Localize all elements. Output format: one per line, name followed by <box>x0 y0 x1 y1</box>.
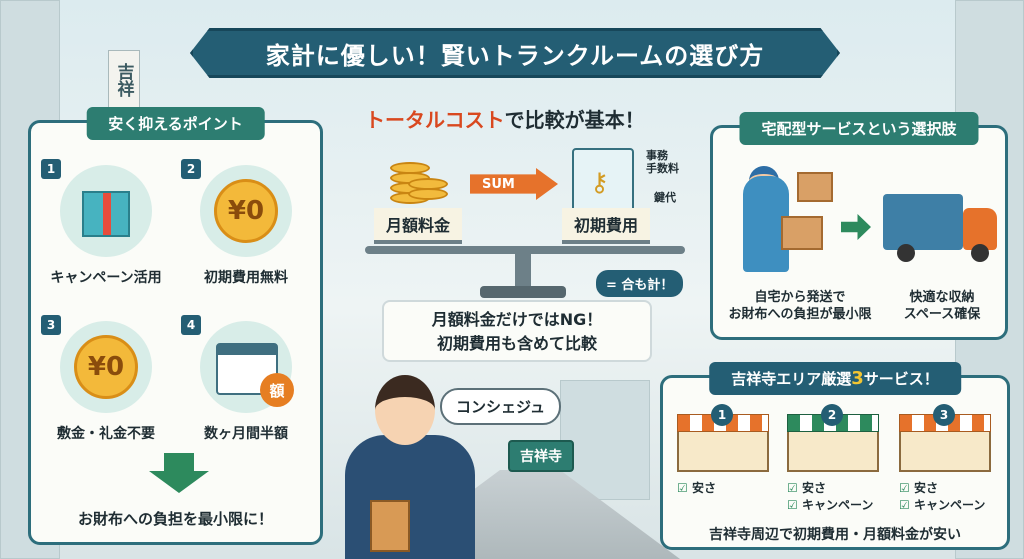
concierge-person <box>345 435 475 559</box>
services-header: 吉祥寺エリア厳選3サービス！ <box>709 362 961 395</box>
yen-coin-zero-icon: ¥0 <box>214 179 278 243</box>
concierge-head <box>375 375 435 445</box>
shop-checklist: ☑ 安さ <box>677 481 716 495</box>
services-panel: 吉祥寺エリア厳選3サービス！ 1 ☑ 安さ 2 ☑ 安さ ☑ キャンペーン 3 … <box>660 362 1010 550</box>
monthly-fee-label: 月額料金 <box>374 208 463 244</box>
storefront-icon <box>899 432 991 472</box>
shop-2: 2 ☑ 安さ ☑ キャンペーン <box>787 404 879 514</box>
savings-tips-header: 安く抑えるポイント <box>86 107 265 140</box>
truck-cab <box>963 208 997 250</box>
delivery-service-header: 宅配型サービスという選択肢 <box>739 112 979 145</box>
coin-stack-icon <box>390 152 450 206</box>
tip-label: 初期費用無料 <box>204 270 288 286</box>
balance-scale-icon <box>365 246 685 254</box>
shop-number: 1 <box>711 404 733 426</box>
key-icon: ⚷ <box>590 168 610 198</box>
services-header-post: サービス！ <box>863 370 939 388</box>
total-cost-headline: トータルコストで比較が基本！ <box>365 104 645 133</box>
check-item: 安さ <box>913 481 938 495</box>
check-item: 安さ <box>691 481 716 495</box>
tip-number: 2 <box>181 159 201 179</box>
arrow-right-icon <box>841 214 871 240</box>
admin-fee-note: 事務 手数料 <box>646 149 679 175</box>
tip-half-price: 4 額 数ヶ月間半額 <box>181 315 311 443</box>
services-footer: 吉祥寺周辺で初期費用・月額料金が安い <box>709 527 961 543</box>
shop-3: 3 ☑ 安さ ☑ キャンペーン <box>899 404 991 514</box>
savings-tips-panel: 安く抑えるポイント 1 キャンペーン活用 2 ¥0 初期費用無料 3 ¥0 敷金… <box>28 107 323 545</box>
truck-wheel <box>971 244 989 262</box>
ng-callout: 月額料金だけではNG！ 初期費用も含めて比較 <box>382 300 652 362</box>
gift-box-icon <box>82 191 130 237</box>
page-title: 家計に優しい！賢いトランクルームの選び方 <box>190 28 840 78</box>
shop-checklist: ☑ 安さ ☑ キャンペーン <box>899 481 986 512</box>
delivery-truck-icon <box>883 194 963 250</box>
price-badge: 額 <box>260 373 294 407</box>
yen-coin-zero-icon: ¥0 <box>74 335 138 399</box>
key-fee-note: 鍵代 <box>654 191 676 204</box>
ng-line-1: 月額料金だけではNG！ <box>431 310 603 329</box>
ng-line-2: 初期費用も含めて比較 <box>436 334 597 353</box>
tip-number: 1 <box>41 159 61 179</box>
check-item: 安さ <box>801 481 826 495</box>
parcel-box-icon <box>797 172 833 202</box>
shop-number: 3 <box>933 404 955 426</box>
scale-post <box>515 252 531 292</box>
services-header-pre: 吉祥寺エリア厳選 <box>731 370 852 388</box>
check-item: キャンペーン <box>913 497 986 512</box>
tip-number: 3 <box>41 315 61 335</box>
savings-tips-footer: お財布への負担を最小限に！ <box>77 510 273 528</box>
initial-cost-label: 初期費用 <box>562 208 651 244</box>
speech-bubble: コンシェジュ <box>440 388 561 425</box>
tip-no-initial-fee: 2 ¥0 初期費用無料 <box>181 159 311 287</box>
clipboard-icon <box>370 500 410 552</box>
shop-checklist: ☑ 安さ ☑ キャンペーン <box>787 481 874 512</box>
tip-label: キャンペーン活用 <box>50 270 162 286</box>
delivery-caption-left: 自宅から発送で お財布への負担が最小限 <box>728 290 872 322</box>
truck-wheel <box>897 244 915 262</box>
shop-number: 2 <box>821 404 843 426</box>
tip-no-deposit: 3 ¥0 敷金・礼金不要 <box>41 315 171 443</box>
sum-badge: = 合も計！ <box>596 270 684 297</box>
down-arrow-icon <box>149 453 209 493</box>
building-mid <box>560 380 650 500</box>
check-item: キャンペーン <box>801 497 874 512</box>
tip-number: 4 <box>181 315 201 335</box>
headline-rest: で比較が基本！ <box>504 108 645 132</box>
delivery-service-panel: 宅配型サービスという選択肢 自宅から発送で お財布への負担が最小限 快適な収納 … <box>710 112 1008 340</box>
scale-base <box>480 286 566 298</box>
services-header-num: 3 <box>851 368 864 389</box>
headline-highlight: トータルコスト <box>365 108 505 132</box>
station-sign: 吉祥寺 <box>508 440 574 472</box>
storefront-icon <box>677 432 769 472</box>
document-icon <box>572 148 634 212</box>
tip-label: 数ヶ月間半額 <box>204 426 288 442</box>
parcel-box-icon <box>781 216 823 250</box>
tip-campaign: 1 キャンペーン活用 <box>41 159 171 287</box>
delivery-caption-right: 快適な収納 スペース確保 <box>903 290 981 322</box>
storefront-icon <box>787 432 879 472</box>
tip-label: 敷金・礼金不要 <box>57 426 155 442</box>
shop-1: 1 ☑ 安さ <box>677 404 769 497</box>
background-shop-sign: 吉祥 <box>108 50 140 110</box>
